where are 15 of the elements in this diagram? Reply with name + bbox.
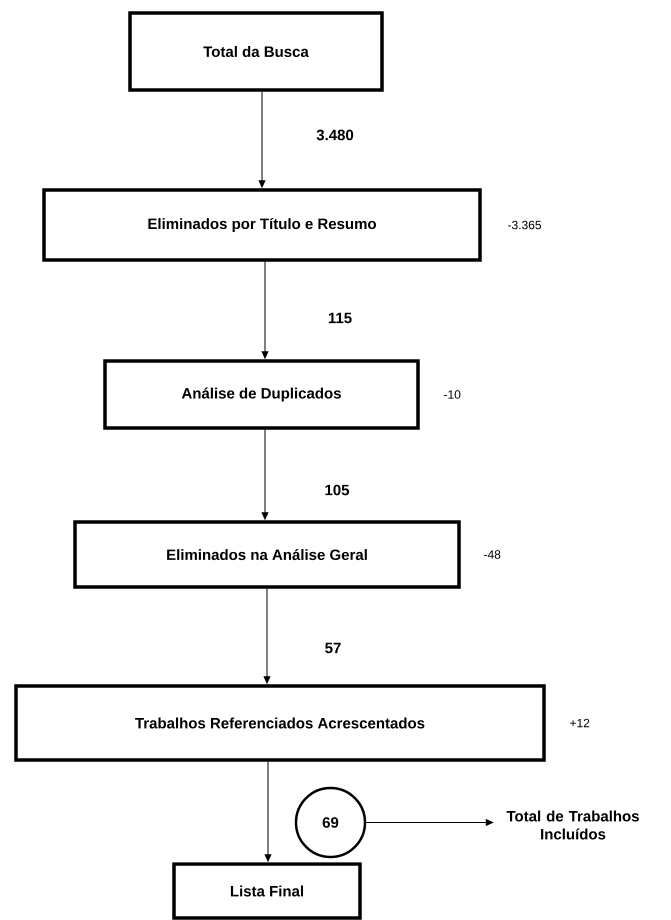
- process-box: Análise de Duplicados: [103, 359, 420, 430]
- edge-label: 115: [326, 312, 354, 324]
- process-box: Lista Final: [172, 862, 362, 920]
- count-note: +12: [570, 718, 590, 728]
- edge-label: 57: [324, 642, 342, 654]
- process-box: Trabalhos Referenciados Acrescentados: [14, 684, 546, 762]
- process-box: Total da Busca: [128, 11, 384, 92]
- edge-label: 105: [323, 484, 350, 496]
- count-note: -48: [484, 550, 500, 559]
- edge-label: 3.480: [315, 128, 355, 142]
- count-note: -3.365: [508, 220, 542, 230]
- count-note: -10: [444, 390, 460, 399]
- result-text: Total de Trabalhos Incluídos: [506, 810, 639, 840]
- process-box: Eliminados por Título e Resumo: [42, 188, 482, 262]
- process-box: Eliminados na Análise Geral: [73, 520, 461, 589]
